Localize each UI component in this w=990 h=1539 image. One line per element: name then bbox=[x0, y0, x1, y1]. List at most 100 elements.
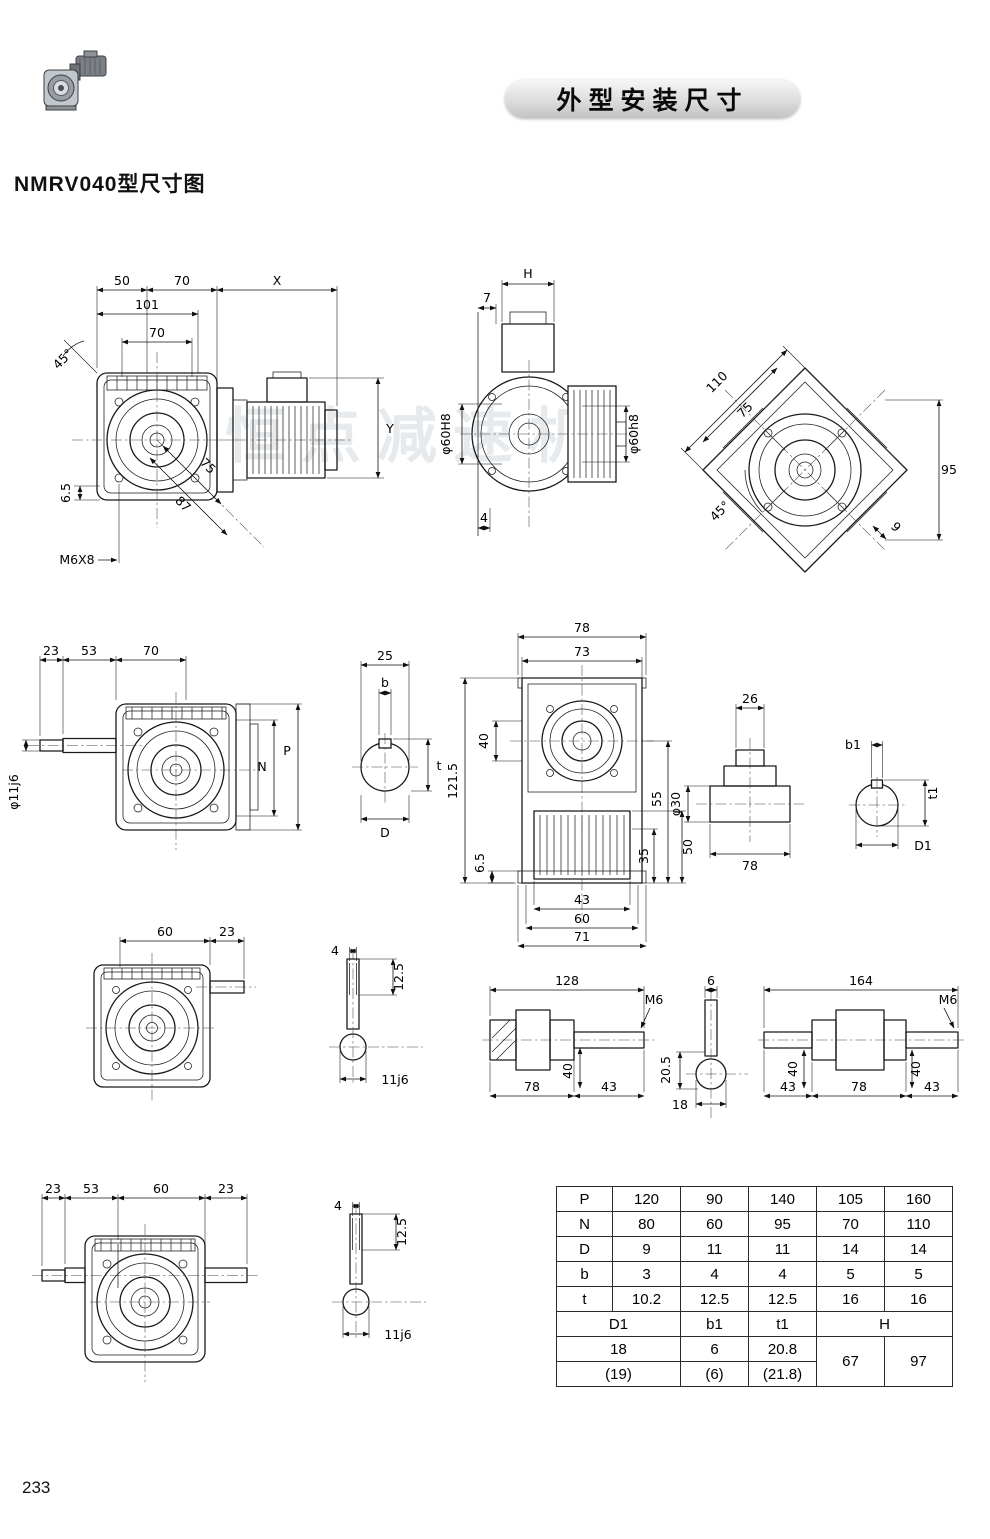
dim-label: 4 bbox=[331, 943, 339, 958]
product-photo bbox=[43, 50, 107, 111]
cell: 16 bbox=[884, 1286, 953, 1312]
row-label: D1 bbox=[556, 1311, 681, 1337]
cell: 9 bbox=[612, 1236, 681, 1262]
dimensions: 4 12.5 11j6 bbox=[331, 943, 409, 1087]
dim-label: 12.5 bbox=[394, 1218, 409, 1246]
cell: 60 bbox=[680, 1211, 749, 1237]
dim-label: 6.5 bbox=[58, 483, 73, 503]
dim-label: b1 bbox=[845, 737, 861, 752]
cell: 18 bbox=[556, 1336, 681, 1362]
dim-label: 40 bbox=[785, 1061, 800, 1077]
centerlines bbox=[849, 777, 905, 837]
shaft-detail-vertical-2: 4 12.5 11j6 bbox=[332, 1198, 426, 1342]
cell: (19) bbox=[556, 1361, 681, 1387]
row-label: t1 bbox=[748, 1311, 817, 1337]
dim-label: 73 bbox=[574, 644, 590, 659]
outline bbox=[702, 367, 908, 573]
table-row: t 10.2 12.5 12.5 16 16 bbox=[556, 1286, 953, 1312]
dimensions: 25 b t D bbox=[360, 648, 442, 840]
centerlines bbox=[696, 738, 804, 842]
dim-label: 53 bbox=[83, 1181, 99, 1196]
dim-label: H bbox=[523, 266, 532, 281]
shaft-detail-vertical-small: 6 20.5 18 bbox=[658, 973, 748, 1118]
cell: 95 bbox=[748, 1211, 817, 1237]
centerlines bbox=[510, 665, 654, 923]
shaft-assembly-double: 164 M6 40 40 43 78 43 bbox=[758, 973, 966, 1099]
dim-label: 75 bbox=[734, 399, 756, 421]
dim-label: t1 bbox=[925, 787, 940, 800]
cell: (21.8) bbox=[748, 1361, 817, 1387]
dimensions: 4 12.5 11j6 bbox=[334, 1198, 412, 1342]
cell: 5 bbox=[816, 1261, 885, 1287]
view-flange-45: 110 75 95 45° 9 bbox=[680, 345, 957, 573]
dim-label: 18 bbox=[672, 1097, 688, 1112]
table-row: P 120 90 140 105 160 bbox=[556, 1186, 953, 1212]
dim-label: 60 bbox=[153, 1181, 169, 1196]
row-label: N bbox=[556, 1211, 613, 1237]
dim-label: 121.5 bbox=[445, 763, 460, 799]
dim-label: 23 bbox=[43, 643, 59, 658]
row-label: t bbox=[556, 1286, 613, 1312]
dim-label: 101 bbox=[135, 297, 159, 312]
outline bbox=[39, 703, 259, 831]
dimensions: H 7 φ60H8 φ60h8 4 bbox=[438, 266, 641, 532]
centerlines bbox=[460, 360, 637, 528]
dim-label: 87 bbox=[172, 493, 194, 515]
shaft-detail-vertical-1: 4 12.5 11j6 bbox=[329, 943, 423, 1087]
table-row: D 9 11 11 14 14 bbox=[556, 1236, 953, 1262]
cell: 90 bbox=[680, 1186, 749, 1212]
cell: 14 bbox=[816, 1236, 885, 1262]
dim-label: 70 bbox=[143, 643, 159, 658]
cell: 80 bbox=[612, 1211, 681, 1237]
banner-title: 外型安装尺寸 bbox=[556, 87, 749, 115]
shaft-assembly-single: 128 M6 40 78 43 bbox=[482, 973, 664, 1099]
dim-label: D1 bbox=[914, 838, 932, 853]
thread-label: M6 bbox=[645, 992, 664, 1007]
shaft-section-output: b1 t1 D1 bbox=[845, 737, 940, 853]
outline bbox=[41, 1235, 248, 1363]
angle-label: 45° bbox=[707, 498, 733, 524]
dimensions: 128 M6 40 78 43 bbox=[489, 973, 664, 1099]
dim-label: 9 bbox=[888, 519, 904, 535]
table-row: D1 b1 t1 H bbox=[556, 1311, 953, 1337]
outline bbox=[471, 311, 627, 536]
dim-label: 78 bbox=[742, 858, 758, 873]
dim-label: 4 bbox=[480, 510, 488, 525]
outline bbox=[360, 738, 410, 792]
table-row: (19) (6) (21.8) bbox=[556, 1361, 953, 1387]
dim-label: 43 bbox=[924, 1079, 940, 1094]
dim-label: 26 bbox=[742, 691, 758, 706]
dimensions: 26 φ30 78 bbox=[668, 691, 791, 873]
cell: 12.5 bbox=[748, 1286, 817, 1312]
cell: 97 bbox=[884, 1336, 953, 1387]
row-label: b1 bbox=[680, 1311, 749, 1337]
dim-label: 75 bbox=[197, 455, 219, 477]
dim-label: D bbox=[380, 825, 390, 840]
cell: 160 bbox=[884, 1186, 953, 1212]
dim-label: t bbox=[437, 758, 442, 773]
dim-label: 23 bbox=[45, 1181, 61, 1196]
centerlines bbox=[72, 352, 354, 548]
dim-label: 12.5 bbox=[391, 963, 406, 991]
cell: 3 bbox=[612, 1261, 681, 1287]
cell: 67 bbox=[816, 1336, 885, 1387]
cell: 105 bbox=[816, 1186, 885, 1212]
dim-label: 35 bbox=[636, 848, 651, 864]
cell: 140 bbox=[748, 1186, 817, 1212]
table-row: b 3 4 4 5 5 bbox=[556, 1261, 953, 1287]
centerlines bbox=[352, 733, 418, 803]
dim-label: X bbox=[273, 273, 282, 288]
centerlines bbox=[686, 990, 748, 1118]
cell: 20.8 bbox=[748, 1336, 817, 1362]
dim-label: P bbox=[283, 743, 291, 758]
dim-label: 95 bbox=[941, 462, 957, 477]
table-row: 18 6 20.8 67 97 bbox=[556, 1336, 953, 1387]
dimensions: 164 M6 40 40 43 78 43 bbox=[763, 973, 959, 1099]
row-label: b bbox=[556, 1261, 613, 1287]
view-front-shaft-right: 60 23 bbox=[86, 924, 256, 1103]
dim-label: 20.5 bbox=[658, 1056, 673, 1084]
row-label: P bbox=[556, 1186, 613, 1212]
dimensions: 23 53 60 23 bbox=[41, 1181, 248, 1266]
page-title: NMRV040型尺寸图 bbox=[14, 173, 206, 196]
centerlines bbox=[86, 953, 256, 1103]
